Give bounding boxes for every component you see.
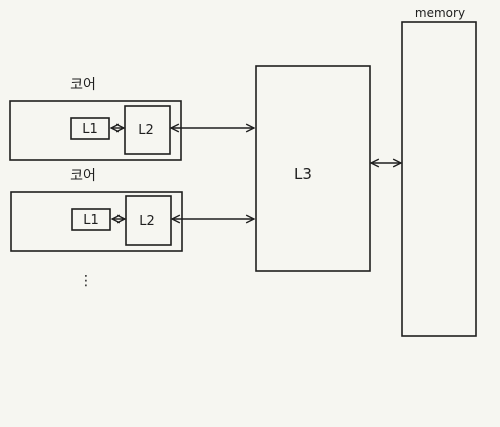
core-2-l2-label: L2 <box>139 214 155 229</box>
l3-cache: L3 <box>255 65 371 272</box>
memory-box <box>401 21 477 337</box>
more-cores-ellipsis: ⋮ <box>79 273 93 289</box>
core-2-l1-label: L1 <box>83 213 99 228</box>
memory: memory <box>401 6 477 337</box>
core-1-l2-label: L2 <box>138 123 154 138</box>
core-2-l1-box <box>71 208 111 231</box>
core-2: 코어 L1 L2 <box>10 168 183 252</box>
memory-label: memory <box>415 6 465 20</box>
core-1-l1-label: L1 <box>82 122 98 137</box>
core-2-label: 코어 <box>70 168 96 184</box>
core-1-l2-box <box>124 105 171 155</box>
l3-label: L3 <box>294 165 312 183</box>
core-2-l2-box <box>125 195 172 246</box>
core-1-l1-box <box>70 117 110 140</box>
core-1-label: 코어 <box>70 77 96 93</box>
core-1: 코어 L1 L2 <box>9 77 182 161</box>
l3-box <box>255 65 371 272</box>
